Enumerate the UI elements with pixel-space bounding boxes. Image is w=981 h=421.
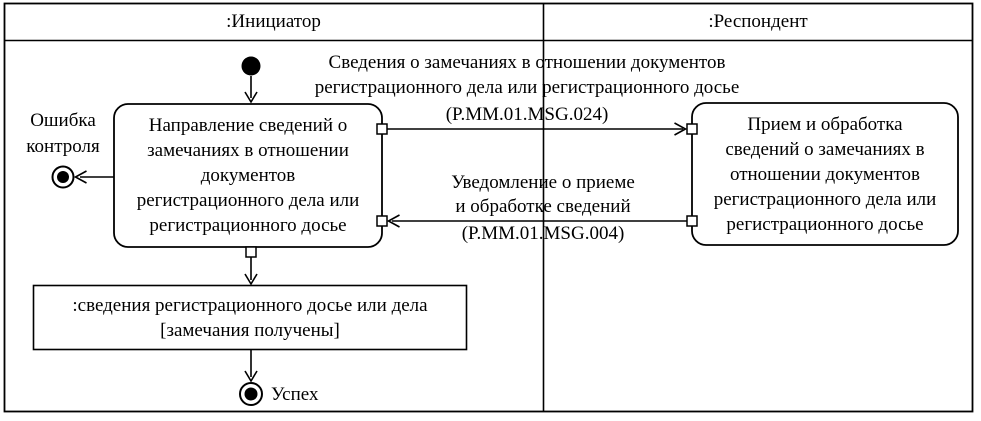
lane-header-initiator: :Инициатор [226, 10, 321, 32]
message-024-text-line1: Сведения о замечаниях в отношении докуме… [328, 52, 726, 73]
send-box-input-pin [376, 215, 388, 227]
error-flow-arrow [73, 170, 114, 184]
send-activity-label: Направление сведений о замечаниях в отно… [136, 115, 360, 236]
success-final-label: Успех [271, 384, 319, 405]
error-final-node-icon [51, 165, 75, 189]
send-box-bottom-pin [245, 246, 257, 258]
send-box-output-pin [376, 123, 388, 135]
message-024-code: (P.MM.01.MSG.024) [445, 104, 609, 125]
lane-header-respondent: :Респондент [708, 10, 808, 32]
object-node-state: [замечания получены] [160, 319, 340, 341]
object-flow-arrow [244, 257, 258, 286]
receive-box-output-pin [686, 215, 698, 227]
success-flow-arrow [244, 350, 258, 383]
message-004-text-line1: Уведомление о приеме [451, 172, 635, 193]
receive-box-input-pin [686, 123, 698, 135]
message-arrow-msg004 [386, 214, 687, 228]
message-arrow-msg024 [387, 122, 688, 136]
message-004-text-line2: и обработке сведений [455, 196, 631, 217]
start-flow-arrow [244, 76, 258, 104]
object-node-name: :сведения регистрационного досье или дел… [72, 294, 428, 316]
object-node-label: :сведения регистрационного досье или дел… [33, 285, 467, 350]
message-024-text-line2: регистрационного дела или регистрационно… [314, 77, 740, 98]
receive-activity-box [691, 102, 959, 246]
initial-node-icon [241, 56, 261, 76]
object-node-box [32, 284, 468, 351]
diagram-frame [3, 2, 974, 413]
error-final-label: Ошибка контроля [26, 110, 100, 157]
success-final-node-icon [239, 382, 263, 406]
receive-activity-label: Прием и обработка сведений о замечаниях … [713, 113, 937, 235]
message-004-code: (P.MM.01.MSG.004) [461, 223, 625, 244]
